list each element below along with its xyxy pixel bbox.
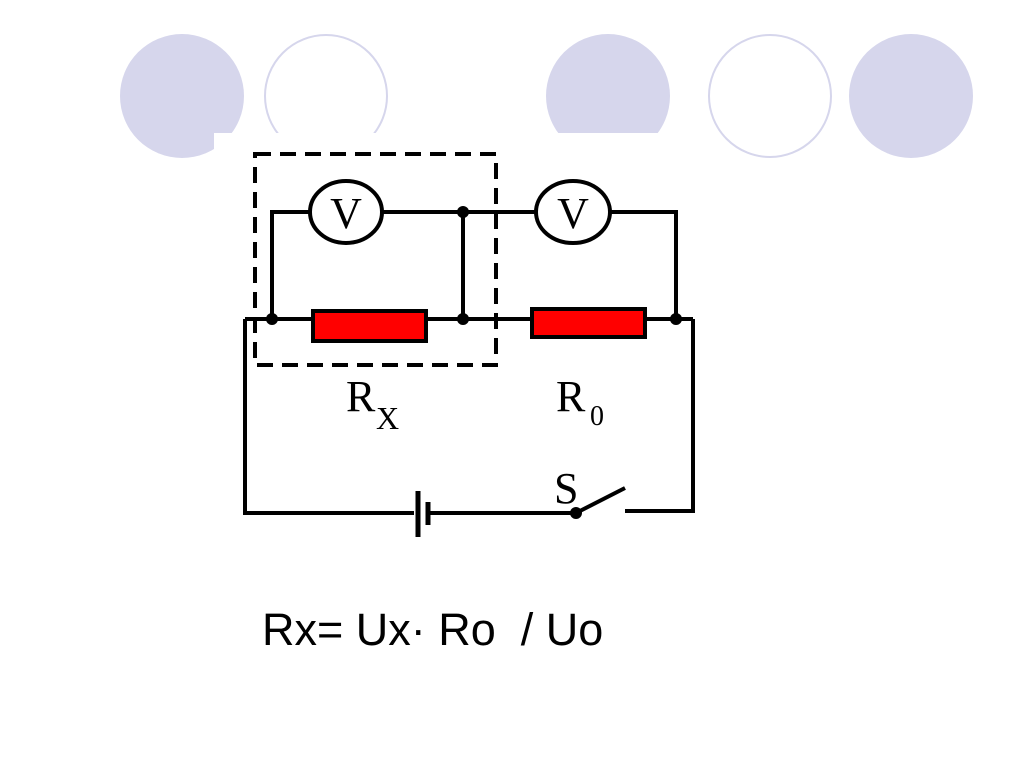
voltmeter-r0: V [534, 179, 612, 245]
voltmeter-rx-circle [308, 179, 384, 245]
resistor-rx [311, 309, 428, 343]
label-r0: R 0 [556, 372, 604, 432]
junction-dot [457, 206, 469, 218]
switch-symbol [570, 486, 626, 519]
voltmeter-rx: V [308, 179, 384, 245]
label-r0-letter: R [556, 372, 586, 421]
circuit-diagram: V V [243, 152, 695, 537]
battery-symbol [415, 491, 431, 537]
label-rx-subscript: X [376, 400, 399, 436]
voltmeter-r0-symbol: V [557, 189, 589, 238]
label-r0-subscript: 0 [590, 401, 604, 432]
voltmeter-r0-circle [534, 179, 612, 245]
decorative-circle-filled [849, 34, 973, 158]
decorative-circle-outline [708, 34, 832, 158]
switch-lever [575, 486, 626, 515]
resistor-r0 [530, 307, 647, 339]
formula-text: Rx= Ux· Ro / Uo [262, 604, 604, 655]
voltmeter-rx-symbol: V [330, 189, 362, 238]
label-rx-letter: R [346, 372, 376, 421]
label-switch: S [554, 464, 578, 513]
label-rx: R X [346, 372, 399, 436]
outer-loop-wire [243, 319, 695, 515]
junction-dot [457, 313, 469, 325]
junction-dot [266, 313, 278, 325]
circuit-diagram-panel: V V [214, 133, 698, 545]
junction-dot [670, 313, 682, 325]
